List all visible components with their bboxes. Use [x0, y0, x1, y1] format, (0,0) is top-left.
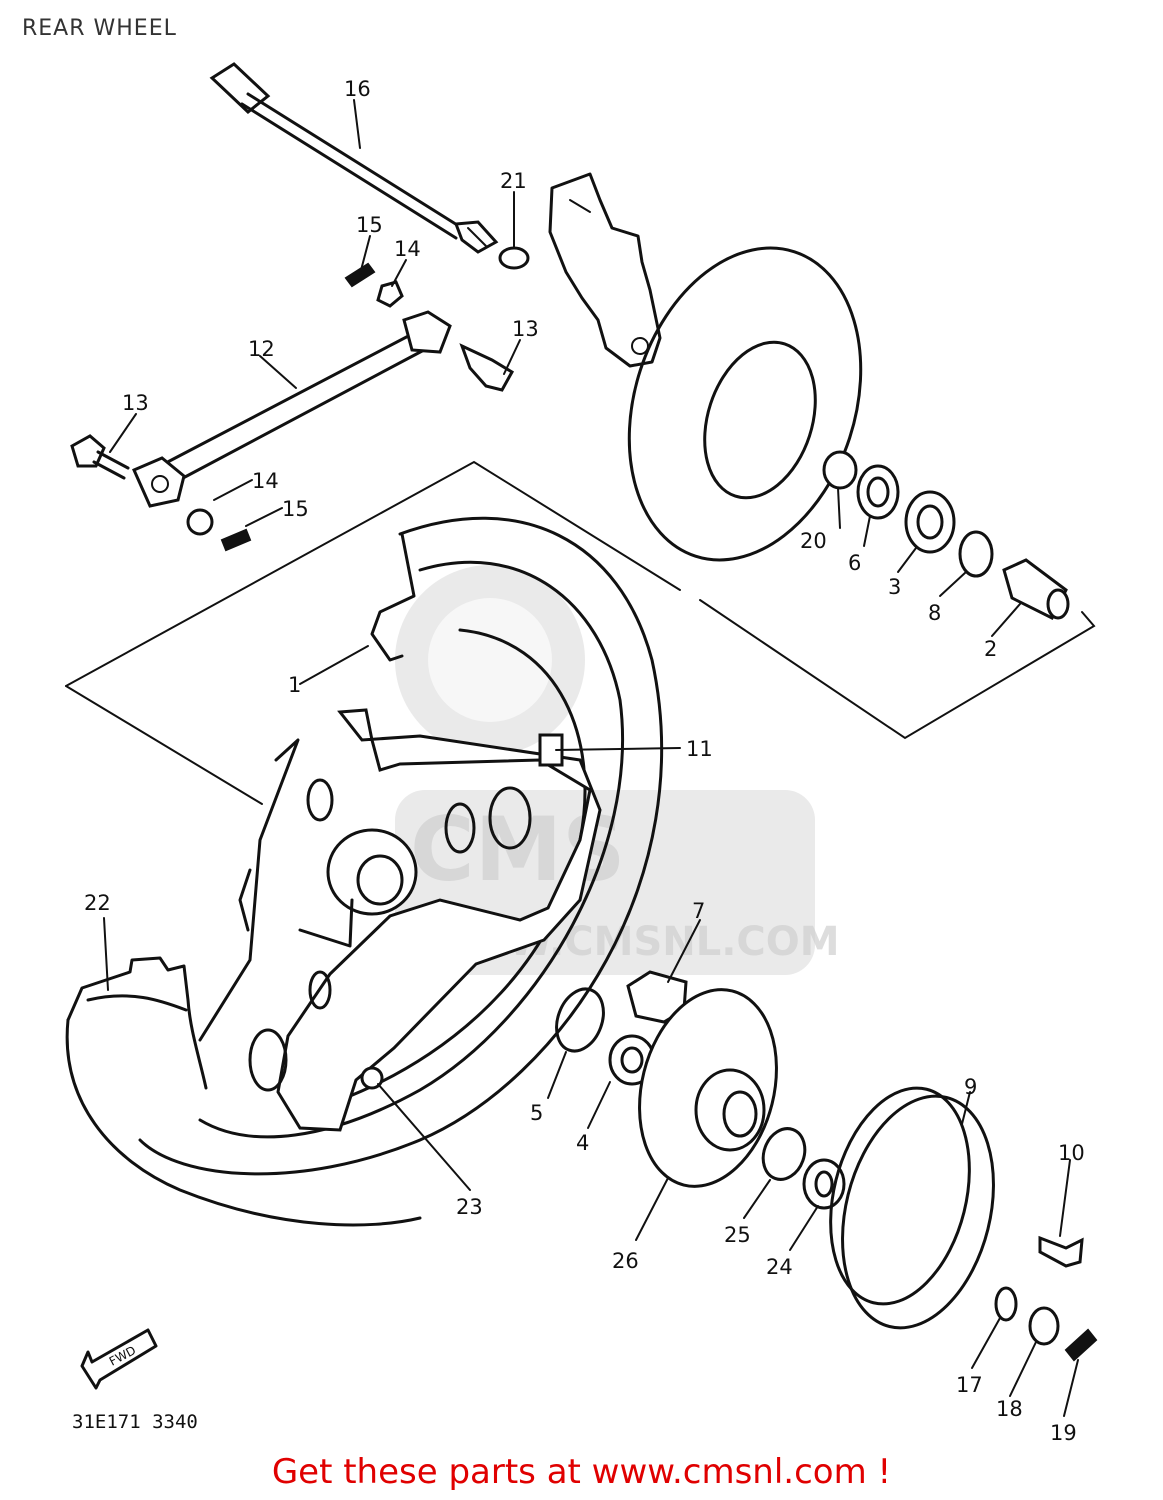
- callout-13-left: 13: [122, 391, 149, 415]
- callout-18: 18: [996, 1397, 1023, 1421]
- callout-2: 2: [984, 637, 997, 661]
- part-wheel: [138, 516, 663, 1176]
- callout-24: 24: [766, 1255, 793, 1279]
- part-torque-rod: [132, 310, 452, 508]
- part-axle: [209, 62, 499, 254]
- callout-6: 6: [848, 551, 861, 575]
- part-washer-21: [498, 246, 530, 270]
- callout-4: 4: [576, 1131, 589, 1155]
- callout-21: 21: [500, 169, 527, 193]
- diagram-code: 31E171 3340: [72, 1411, 198, 1433]
- callout-8: 8: [928, 601, 941, 625]
- callout-26: 26: [612, 1249, 639, 1273]
- callout-14-upper: 14: [394, 237, 421, 261]
- part-brake-plate: [627, 246, 863, 562]
- callout-labels: 16 21 15 14 13 12 13 14 15 20 6 3 8 2 1 …: [84, 77, 1085, 1445]
- part-small-hardware-lower: [70, 434, 252, 552]
- assembly-outline: [65, 460, 1096, 805]
- part-tire: [65, 956, 422, 1227]
- callout-11: 11: [686, 737, 713, 761]
- callout-20: 20: [800, 529, 827, 553]
- callout-13-right: 13: [512, 317, 539, 341]
- callout-7: 7: [692, 899, 705, 923]
- part-bearings-right: [822, 450, 1070, 621]
- callout-22: 22: [84, 891, 111, 915]
- callout-19: 19: [1050, 1421, 1077, 1445]
- part-drum-ring: [829, 1086, 995, 1330]
- callout-1: 1: [288, 673, 301, 697]
- callout-10: 10: [1058, 1141, 1085, 1165]
- leader-lines: [103, 99, 1079, 1417]
- callout-16: 16: [344, 77, 371, 101]
- callout-17: 17: [956, 1373, 983, 1397]
- callout-25: 25: [724, 1223, 751, 1247]
- part-torque-arm: [548, 172, 662, 368]
- part-hub-assembly: [555, 970, 846, 1210]
- callout-9: 9: [964, 1075, 977, 1099]
- callout-5: 5: [530, 1101, 543, 1125]
- callout-15-upper: 15: [356, 213, 383, 237]
- footer-parts-link[interactable]: Get these parts at www.cmsnl.com !: [271, 1452, 892, 1492]
- callout-14-lower: 14: [252, 469, 279, 493]
- callout-3: 3: [888, 575, 901, 599]
- part-fasteners-lower-right: [994, 1235, 1098, 1362]
- fwd-arrow-icon: FWD: [80, 1328, 158, 1390]
- callout-12: 12: [248, 337, 275, 361]
- page-title: REAR WHEEL: [22, 16, 177, 41]
- callout-23: 23: [456, 1195, 483, 1219]
- callout-15-lower: 15: [282, 497, 309, 521]
